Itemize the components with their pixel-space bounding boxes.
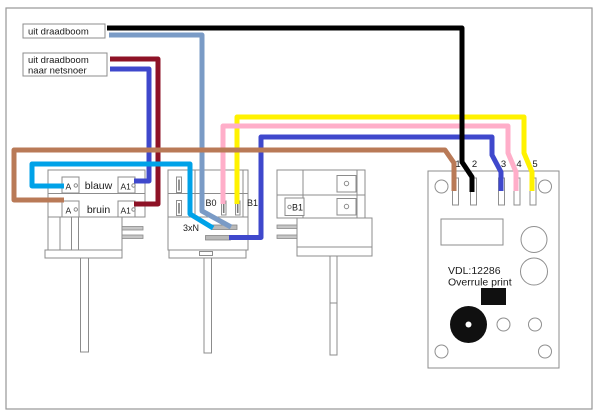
- ic-component-icon: [481, 288, 506, 305]
- wire-blue-neutral-board: [229, 134, 504, 240]
- mounting-hole-icon: [434, 179, 449, 194]
- wire-cyan-neutral: [29, 161, 215, 231]
- label-box-draadboom: [22, 23, 106, 39]
- relay-middle-leg: [203, 257, 212, 354]
- relay-right-pin: [276, 224, 298, 229]
- board-title: VDL:12286: [448, 265, 501, 277]
- wire-dark-red-netsnoer: [110, 56, 161, 207]
- neutral-terminal-bar: [205, 235, 231, 241]
- terminal-screw-icon: [287, 204, 292, 210]
- terminal-screw-icon: [343, 203, 350, 210]
- component-pad-icon: [496, 317, 511, 332]
- label-netsnoer-line1: uit draadboom: [28, 55, 89, 66]
- base-notch: [199, 251, 213, 256]
- wire-brown-phase: [11, 147, 457, 203]
- wire-name-bruin: bruin: [87, 204, 111, 216]
- terminal-a1-top-label: A1: [121, 182, 132, 192]
- board-subtitle: Overrule print: [448, 277, 512, 289]
- relay-left-leg: [80, 257, 89, 353]
- wire-pink-b0: [220, 123, 519, 204]
- wire-black-harness: [107, 25, 475, 192]
- relay-right-base: [296, 246, 373, 257]
- relay-left-pin: [121, 234, 144, 239]
- relay-block-left: A A1 blauw A A1 bruin: [44, 169, 146, 353]
- mounting-hole-icon: [434, 344, 449, 359]
- wires: [11, 25, 535, 240]
- relay-left-pin: [121, 226, 144, 231]
- terminal-a-bottom-label: A: [66, 206, 72, 216]
- terminal-number-1: 1: [455, 159, 460, 170]
- terminal-a1-bottom-label: A1: [121, 206, 132, 216]
- terminal-box: [336, 198, 357, 216]
- b0-label: B0: [205, 198, 216, 208]
- relay-right-leg: [329, 255, 338, 356]
- relay-block-right: B1: [276, 169, 373, 356]
- relay-left-base: [44, 249, 123, 259]
- relay-left-body: [47, 216, 123, 251]
- overrule-print-board: VDL:12286 Overrule print: [427, 170, 560, 369]
- terminal-number-2: 2: [472, 159, 477, 170]
- wire-yellow-b1: [234, 114, 535, 204]
- wire-name-blauw: blauw: [85, 180, 113, 192]
- wire-harness-neutral-blue: [109, 32, 233, 230]
- terminal-screw-icon: [343, 180, 350, 187]
- terminal-box: [336, 175, 357, 193]
- component-pad-icon: [528, 317, 542, 332]
- terminal-screw-icon: [73, 183, 79, 188]
- terminal-number-4: 4: [516, 159, 521, 170]
- relay-right-pin: [276, 234, 298, 239]
- relay-right-body: [296, 217, 373, 248]
- harness-labels: uit draadboom uit draadboom naar netsnoe…: [22, 23, 108, 77]
- board-terminal-numbers: 1 2 3 4 5: [455, 159, 537, 170]
- label-draadboom: uit draadboom: [28, 27, 89, 38]
- terminal-a-top-label: A: [66, 182, 72, 192]
- terminal-box-b1: [284, 197, 305, 216]
- capacitor-icon: [520, 226, 548, 253]
- terminal-number-3: 3: [501, 159, 506, 170]
- label-netsnoer-line2: naar netsnoer: [28, 66, 87, 77]
- wire-cord-blue-netsnoer: [110, 66, 152, 184]
- terminal-screw-icon: [73, 207, 79, 212]
- b1-label: B1: [247, 198, 258, 208]
- mounting-hole-icon: [538, 179, 552, 194]
- terminal-screw-icon: [131, 207, 136, 212]
- label-box-netsnoer: [22, 52, 108, 77]
- terminal-screw-icon: [131, 183, 136, 188]
- mounting-hole-icon: [538, 344, 552, 359]
- relay-component-outline: [440, 218, 504, 246]
- buzzer-center-dot: [465, 321, 472, 328]
- neutral-3xn-label: 3xN: [183, 223, 199, 233]
- terminal-number-5: 5: [532, 159, 537, 170]
- terminal-box-a-bottom: [61, 200, 80, 218]
- b1-right-label: B1: [292, 203, 303, 213]
- capacitor-icon: [520, 257, 548, 286]
